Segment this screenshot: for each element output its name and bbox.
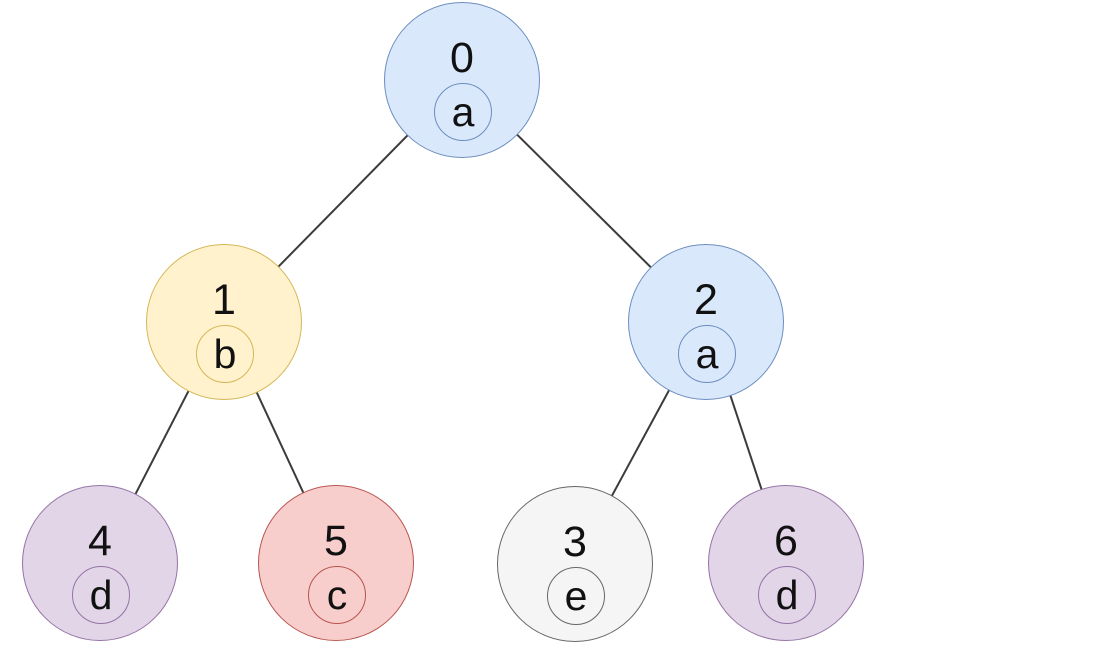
node-5-inner-circle: c xyxy=(308,566,366,624)
node-4-inner-circle: d xyxy=(72,566,130,624)
node-1-inner-circle: b xyxy=(196,325,254,383)
tree-node-5: 5 c xyxy=(258,485,414,641)
node-id-label: 5 xyxy=(324,517,348,565)
node-value-label: d xyxy=(89,571,113,618)
node-id-label: 1 xyxy=(212,276,236,324)
node-3-inner-circle: e xyxy=(547,567,605,625)
node-value-label: a xyxy=(451,88,475,135)
node-value-label: b xyxy=(213,330,237,377)
tree-node-6: 6 d xyxy=(708,485,864,641)
tree-node-4: 4 d xyxy=(22,485,178,641)
node-value-label: c xyxy=(326,571,348,618)
tree-node-0: 0 a xyxy=(384,2,540,158)
node-id-label: 4 xyxy=(88,517,112,565)
tree-node-3: 3 e xyxy=(497,486,653,642)
node-value-label: d xyxy=(775,571,799,618)
node-id-label: 3 xyxy=(563,518,587,566)
node-value-label: a xyxy=(695,330,719,377)
tree-node-2: 2 a xyxy=(628,244,784,400)
tree-node-1: 1 b xyxy=(146,244,302,400)
node-id-label: 2 xyxy=(694,276,718,324)
node-2-inner-circle: a xyxy=(678,325,736,383)
node-id-label: 0 xyxy=(450,34,474,82)
node-6-inner-circle: d xyxy=(758,566,816,624)
node-0-inner-circle: a xyxy=(434,83,492,141)
node-value-label: e xyxy=(564,572,588,619)
node-id-label: 6 xyxy=(774,517,798,565)
